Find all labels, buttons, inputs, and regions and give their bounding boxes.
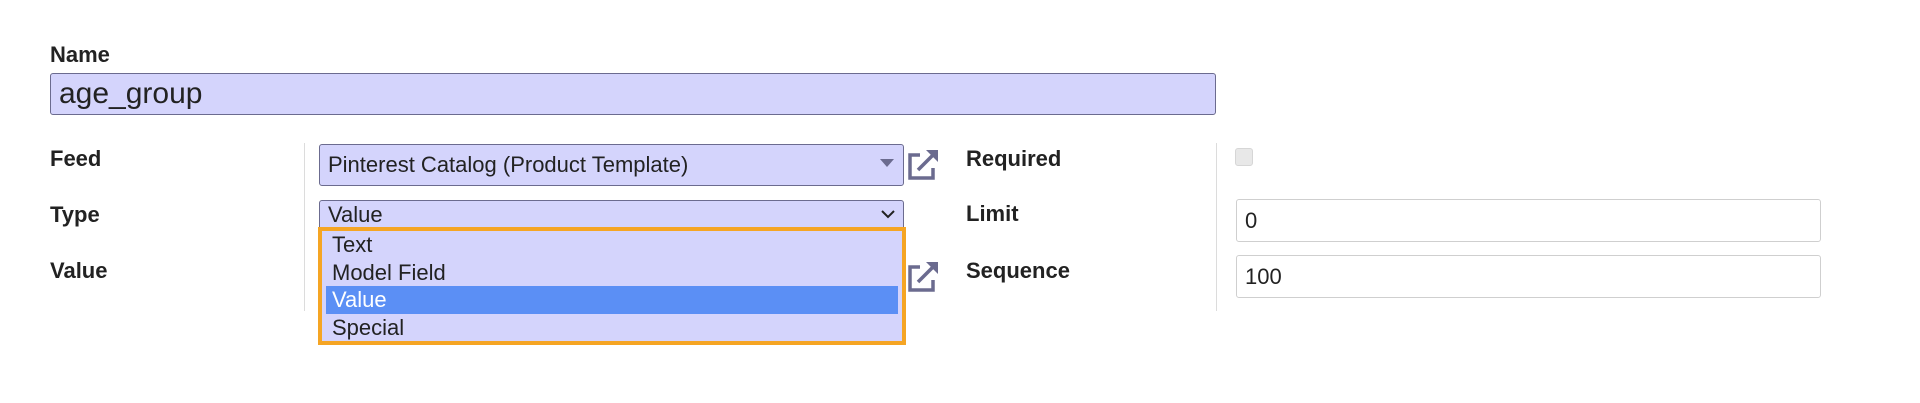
caret-down-icon[interactable]: [880, 159, 894, 167]
required-checkbox[interactable]: [1235, 148, 1253, 166]
value-external-link-icon[interactable]: [904, 259, 942, 295]
limit-input[interactable]: 0: [1236, 199, 1821, 242]
name-input[interactable]: age_group: [50, 73, 1216, 115]
type-option-text[interactable]: Text: [332, 232, 373, 257]
feed-select[interactable]: Pinterest Catalog (Product Template): [319, 144, 904, 186]
type-options-dropdown: Text Model Field Value Special: [318, 227, 906, 345]
type-select[interactable]: Value: [319, 200, 904, 230]
type-option-value[interactable]: Value: [326, 286, 898, 314]
limit-label: Limit: [966, 201, 1019, 226]
left-column-separator: [304, 143, 305, 311]
type-select-value: Value: [328, 202, 383, 227]
right-column-separator: [1216, 143, 1217, 311]
feed-label: Feed: [50, 146, 102, 171]
external-link-icon[interactable]: [904, 147, 942, 183]
required-label: Required: [966, 146, 1062, 171]
type-label: Type: [50, 202, 100, 227]
sequence-label: Sequence: [966, 258, 1070, 283]
type-option-special[interactable]: Special: [332, 314, 405, 340]
name-label: Name: [50, 42, 110, 67]
sequence-input[interactable]: 100: [1236, 255, 1821, 298]
chevron-down-icon[interactable]: [880, 208, 896, 220]
value-label: Value: [50, 258, 108, 283]
feed-select-value: Pinterest Catalog (Product Template): [328, 152, 689, 177]
type-option-model-field[interactable]: Model Field: [332, 259, 446, 285]
